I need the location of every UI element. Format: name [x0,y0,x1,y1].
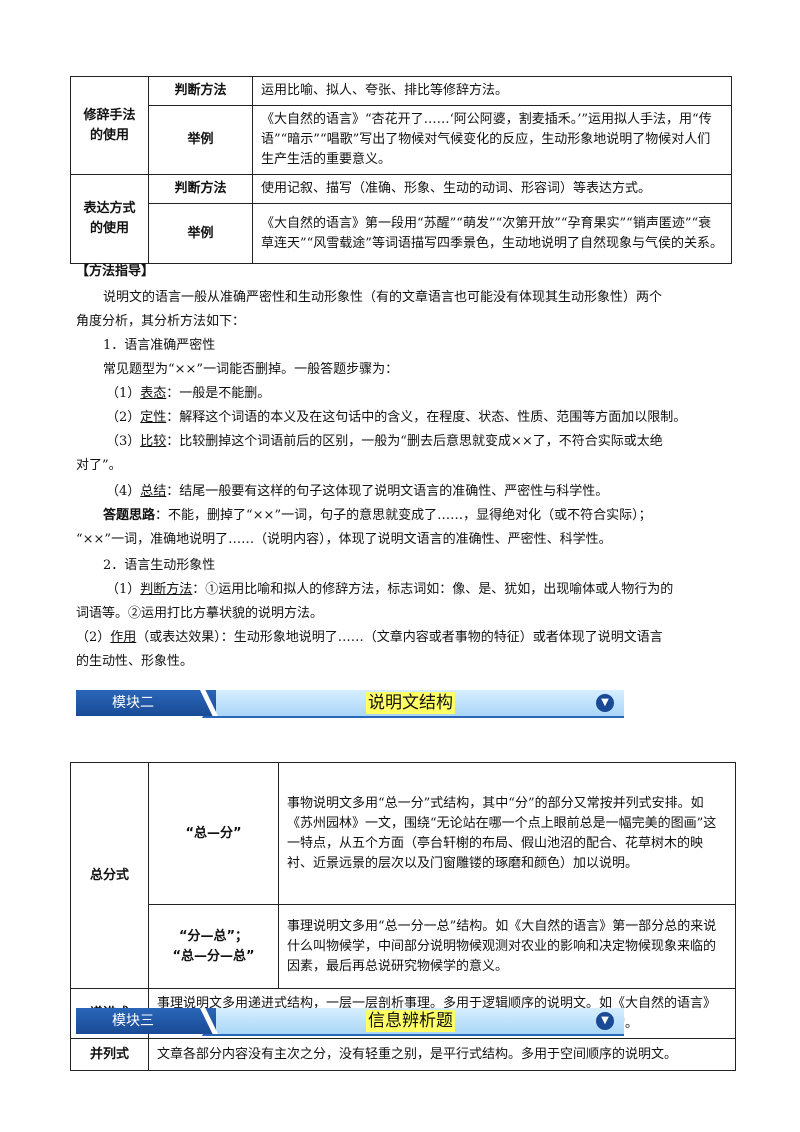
binglie-content: 文章各部分内容没有主次之分，没有轻重之别，是平行式结构。多用于空间顺序的说明文。 [148,1038,736,1071]
rhetoric-expression-table: 修辞手法的使用 判断方法 运用比喻、拟人、夸张、排比等修辞方法。 举例 《大自然… [70,76,732,264]
sub-label: “总—分” [148,762,279,905]
row-label: 判断方法 [148,174,253,204]
answer-idea: 答题思路：不能，删掉了“××”一词，句子的意思就变成了……，显得绝对化（或不符合… [103,508,652,523]
sub-content: 事理说明文多用“总一分一总”结构。如《大自然的语言》第一部分总的来说什么叫物候学… [278,904,736,989]
row-content: 运用比喻、拟人、夸张、排比等修辞方法。 [252,76,732,106]
vivid-point-1-cont: 词语等。②运用打比方摹状貌的说明方法。 [76,606,324,621]
type-zongfen: 总分式 [70,762,149,989]
structure-table: 总分式 “总—分” 事物说明文多用“总一分”式结构，其中“分”的部分又常按并列式… [70,762,736,1071]
vivid-point-2-cont: 的生动性、形象性。 [76,654,194,669]
guide-intro-cont: 角度分析，其分析方法如下： [76,314,246,329]
step-3: （3）比较：比较删掉这个词语前后的区别，一般为“删去后意思就变成××了，不符合实… [106,434,663,449]
section-accuracy: 1．语言准确严密性 [103,338,216,353]
row-content: 《大自然的语言》第一段用“苏醒”“萌发”“次第开放”“孕育果实”“销声匿迹”“衰… [252,203,732,264]
chevron-down-circle-icon[interactable]: ▼ [596,694,614,712]
answer-idea-cont: “××”一词，准确地说明了……（说明内容），体现了说明文语言的准确性、严密性、科… [76,532,612,547]
guide-intro: 说明文的语言一般从准确严密性和生动形象性（有的文章语言也可能没有体现其生动形象性… [103,290,663,305]
module3-banner: 模块三 信息辨析题 ▼ [76,1008,624,1036]
row-label: 举例 [148,203,253,264]
row-content: 使用记叙、描写（准确、形象、生动的动词、形容词）等表达方式。 [252,174,732,204]
module-title: 信息辨析题 [366,1010,455,1032]
module-tag: 模块三 [76,1008,216,1034]
step-1: （1）表态：一般是不能删。 [106,386,271,401]
sub-label: “分—总”； “总—分—总” [148,904,279,989]
row-label: 举例 [148,105,253,175]
module2-banner: 模块二 说明文结构 ▼ [76,690,624,718]
vivid-point-2: （2）作用（或表达效果）：生动形象地说明了……（文章内容或者事物的特征）或者体现… [76,630,663,645]
chevron-down-circle-icon[interactable]: ▼ [596,1012,614,1030]
step-2: （2）定性：解释这个词语的本义及在这句话中的含义，在程度、状态、性质、范围等方面… [106,410,687,425]
vivid-point-1: （1）判断方法：①运用比喻和拟人的修辞方法，标志词如：像、是、犹如，出现喻体或人… [106,582,674,597]
module-title: 说明文结构 [366,692,455,714]
row-label: 判断方法 [148,76,253,106]
step-3-cont: 对了”。 [76,458,122,473]
row-content: 《大自然的语言》“杏花开了……‘阿公阿婆，割麦插禾。’”运用拟人手法，用“传语”… [252,105,732,175]
sub-content: 事物说明文多用“总一分”式结构，其中“分”的部分又常按并列式安排。如《苏州园林》… [278,762,736,905]
section-vividness: 2．语言生动形象性 [103,558,216,573]
type-binglie: 并列式 [70,1038,149,1071]
group-expression: 表达方式的使用 [70,174,149,264]
guide-heading: 【方法指导】 [76,264,155,279]
group-rhetoric: 修辞手法的使用 [70,76,149,175]
step-4: （4）总结：结尾一般要有这样的句子这体现了说明文语言的准确性、严密性与科学性。 [106,484,609,499]
question-type: 常见题型为“××”一词能否删掉。一般答题步骤为： [103,362,399,377]
module-tag: 模块二 [76,690,216,716]
